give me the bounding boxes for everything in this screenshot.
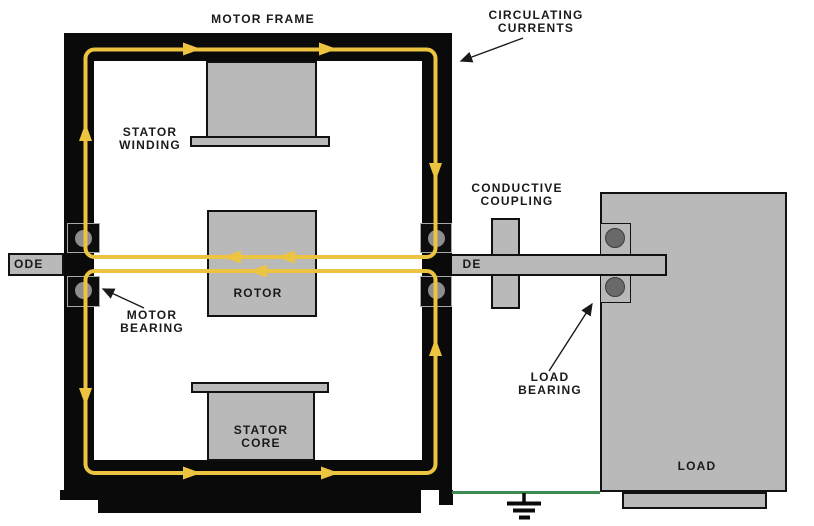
rotor-block	[207, 210, 317, 317]
stator-winding-flange	[190, 136, 330, 147]
circulating-currents-arrow	[459, 37, 524, 63]
load-bearing-roller-top-icon	[605, 228, 625, 248]
motor-bearing-label: MOTOR BEARING	[120, 308, 184, 335]
motor-foot-left	[60, 490, 98, 500]
conductive-coupling-label: CONDUCTIVE COUPLING	[471, 181, 563, 208]
load-label: LOAD	[677, 459, 717, 473]
motor-bearing-roller-icon	[75, 282, 92, 299]
stator-winding-block	[206, 61, 317, 138]
load-bearing-roller-bottom-icon	[605, 277, 625, 297]
ode-label: ODE	[14, 257, 44, 271]
rotor-label: ROTOR	[233, 286, 283, 300]
stator-core-label: STATOR CORE	[233, 423, 289, 450]
load-bearing-arrow	[548, 302, 593, 372]
de-label: DE	[462, 257, 482, 271]
load-block	[600, 192, 787, 492]
earth-ground-icon	[507, 493, 541, 520]
motor-foot-right	[439, 490, 453, 505]
load-bearing-label: LOAD BEARING	[518, 370, 582, 397]
load-pedestal	[622, 492, 767, 509]
motor-bearing-roller-icon	[75, 230, 92, 247]
motor-pedestal	[98, 490, 421, 513]
circulating-currents-label: CIRCULATING CURRENTS	[488, 8, 584, 35]
motor-frame-label: MOTOR FRAME	[211, 12, 315, 26]
motor-bearing-roller-icon	[428, 230, 445, 247]
shaft-ode-stub	[8, 253, 64, 276]
stator-winding-label: STATOR WINDING	[119, 125, 181, 152]
motor-bearing-roller-icon	[428, 282, 445, 299]
